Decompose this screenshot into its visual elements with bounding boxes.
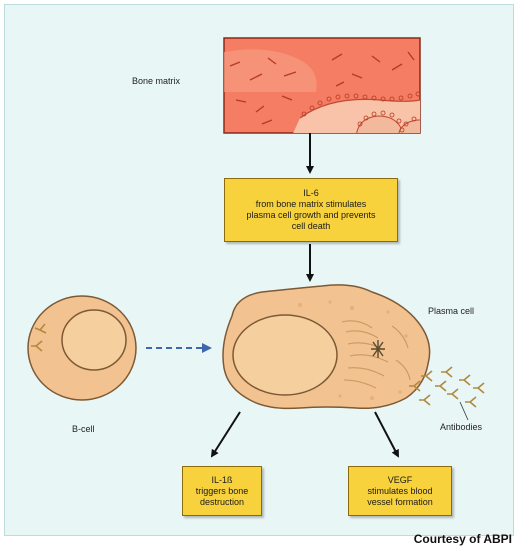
arrow-plasma-cell-to-il1b [210, 411, 241, 458]
vegf-line-3: vessel formation [367, 496, 433, 507]
b-cell-label: B-cell [72, 424, 95, 434]
vegf-line-1: VEGF [387, 474, 413, 485]
courtesy-credit: Courtesy of ABPI [413, 532, 512, 546]
il6-line-2: from bone matrix stimulates [255, 199, 367, 209]
il1b-line-3: destruction [199, 496, 245, 507]
vegf-box: VEGF stimulates blood vessel formation [348, 466, 452, 516]
arrow-plasma-cell-to-vegf [374, 411, 399, 458]
il1b-line-1: IL-1ß [211, 474, 233, 485]
il1b-line-2: triggers bone [195, 485, 249, 496]
antibodies-icon [409, 366, 485, 408]
il6-line-1: IL-6 [303, 188, 319, 198]
il6-line-3: plasma cell growth and prevents [246, 210, 376, 220]
il1b-box: IL-1ß triggers bone destruction [182, 466, 262, 516]
antibodies-label: Antibodies [440, 422, 483, 432]
b-cell [27, 295, 137, 401]
il6-line-4: cell death [291, 221, 331, 231]
vegf-line-2: stimulates blood [367, 485, 433, 496]
b-cell-receptor-icon [31, 323, 47, 352]
plasma-cell-label: Plasma cell [428, 306, 475, 316]
antibodies-pointer [459, 401, 469, 421]
plasma-cell [222, 284, 431, 410]
bone-matrix-label: Bone matrix [132, 76, 181, 86]
il6-box: IL-6 from bone matrix stimulates plasma … [224, 178, 398, 242]
bone-matrix-image [223, 37, 421, 134]
